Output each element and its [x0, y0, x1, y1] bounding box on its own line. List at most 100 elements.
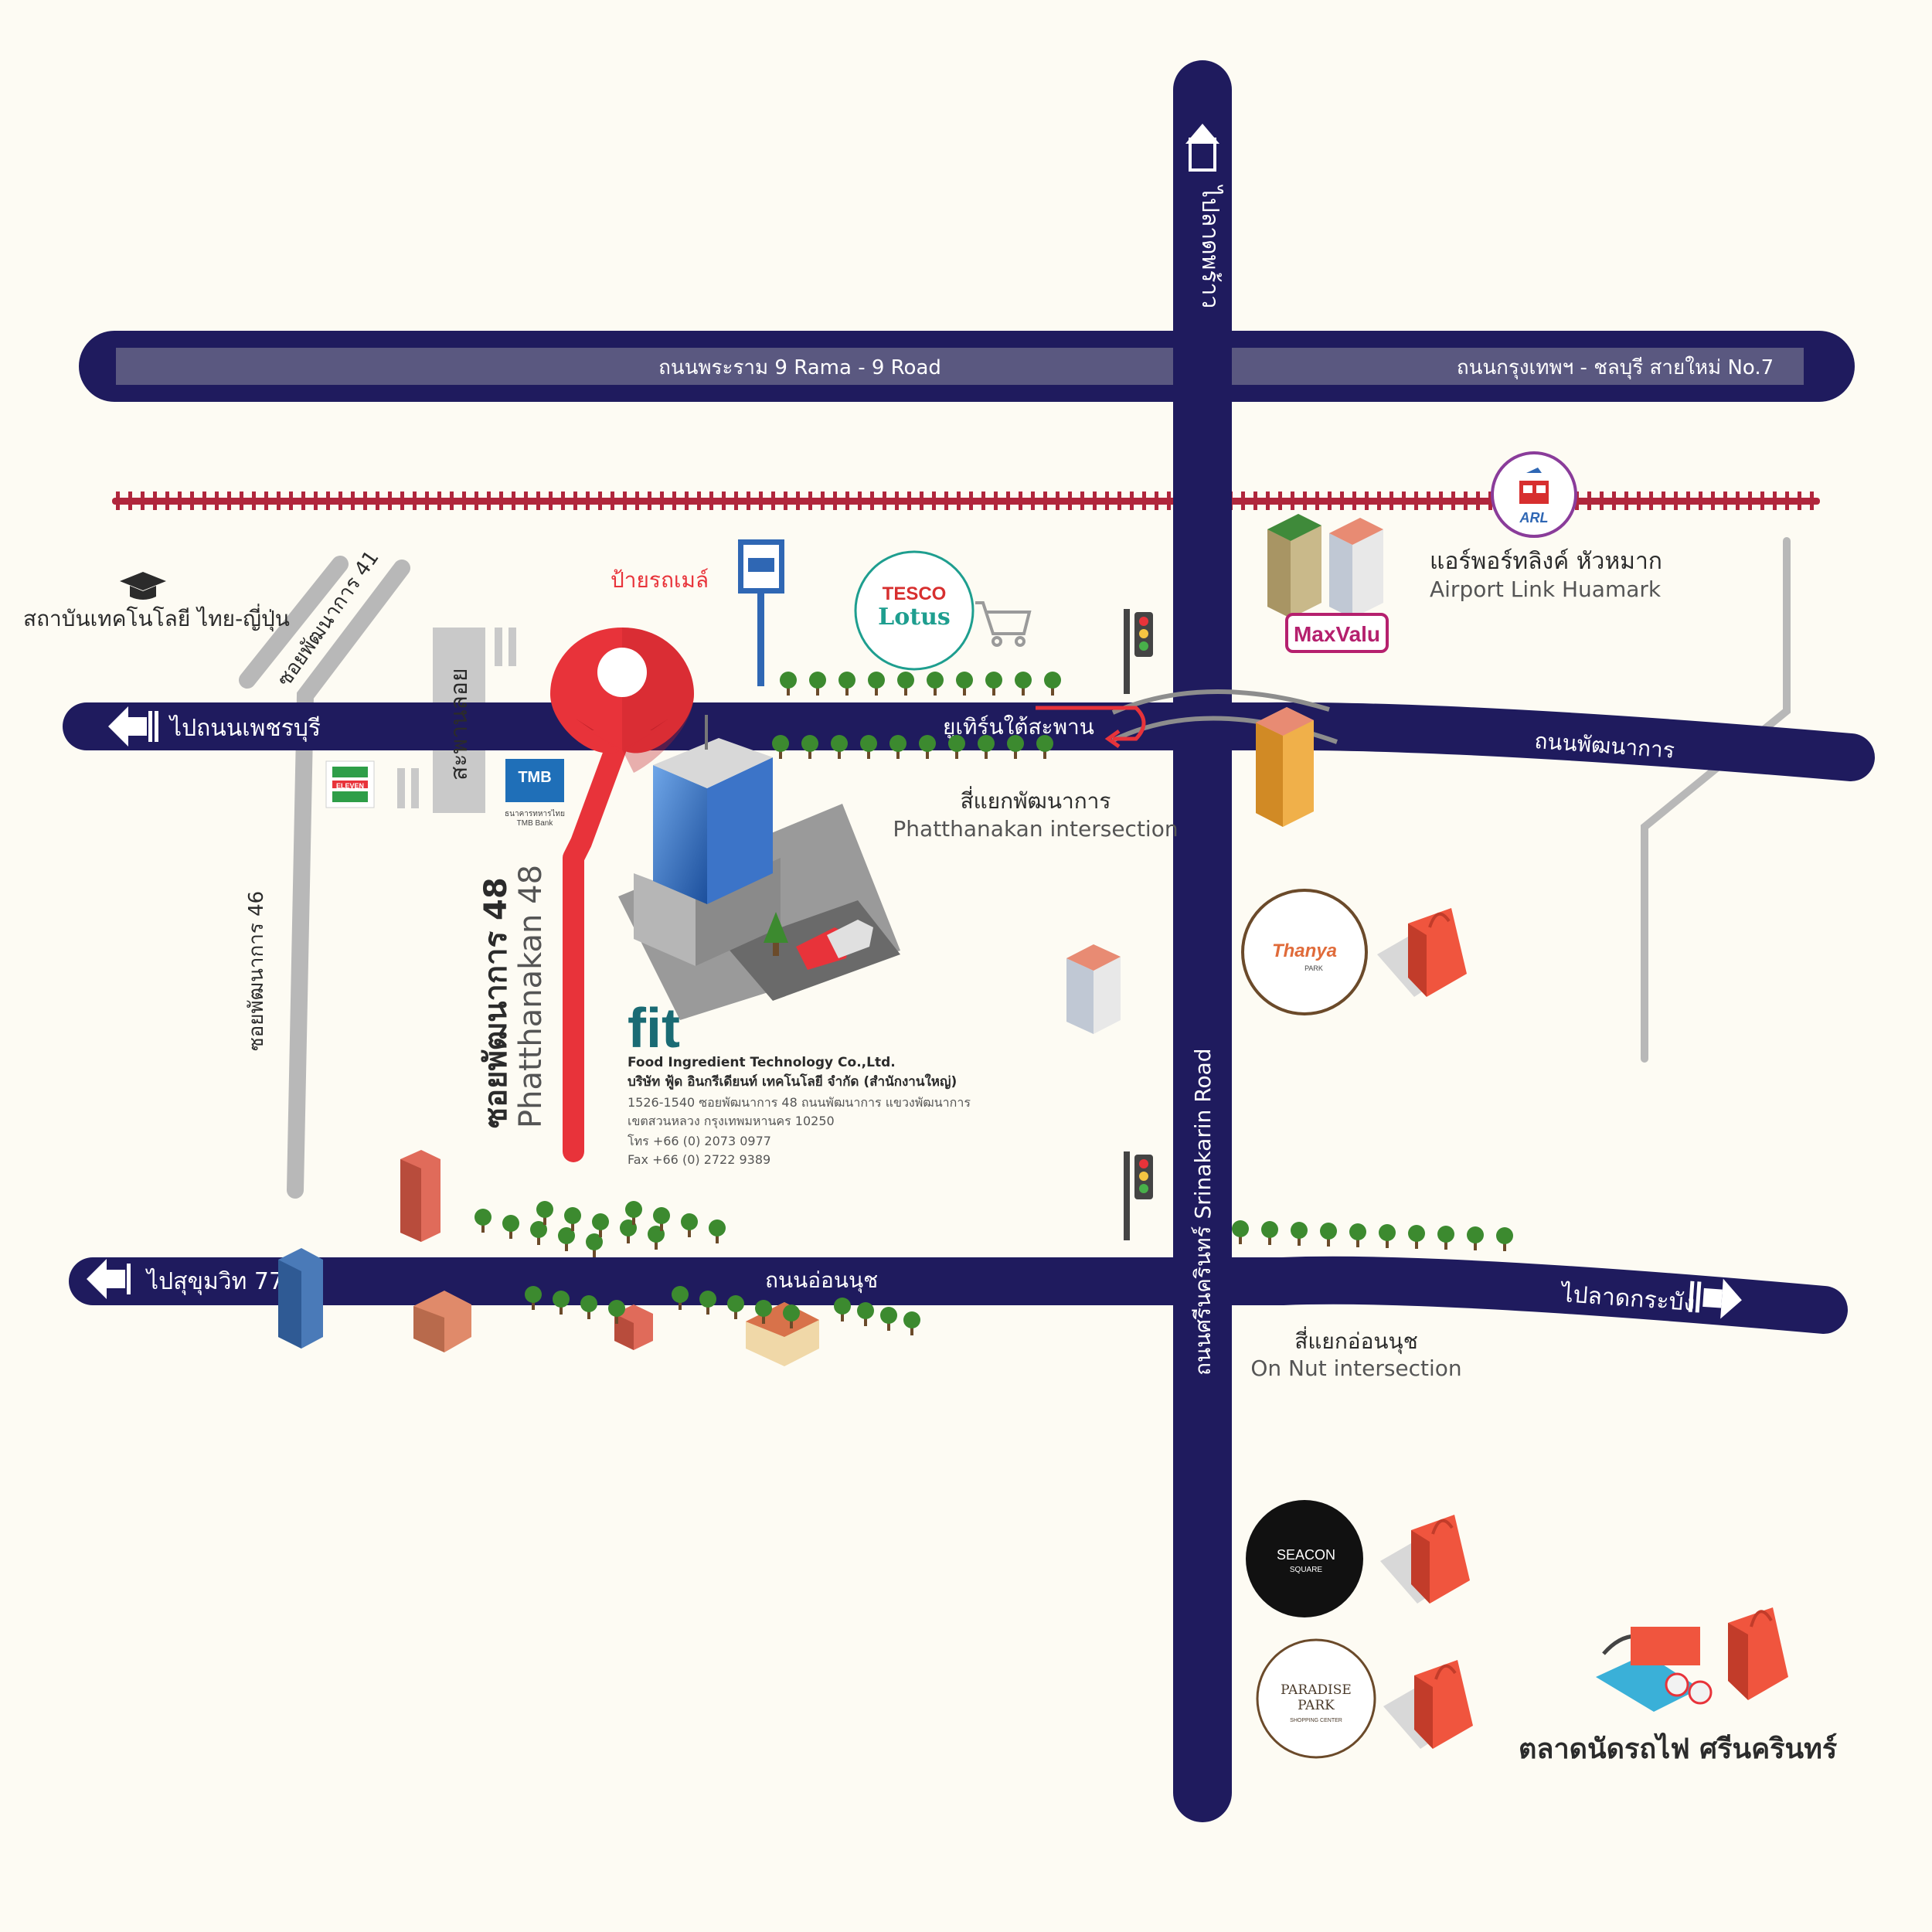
- tree-icon: [809, 672, 826, 696]
- shopping-bag-icon: [1377, 908, 1467, 997]
- svg-text:ELEVEN: ELEVEN: [336, 782, 364, 790]
- tree-icon: [831, 735, 848, 759]
- tree-icon: [1232, 1220, 1249, 1244]
- traffic-light-icon: [1124, 609, 1153, 694]
- svg-text:ธนาคารทหารไทย: ธนาคารทหารไทย: [505, 809, 565, 818]
- seven-eleven-logo: ELEVEN: [325, 760, 375, 808]
- shopping-bag-icon: [1383, 1660, 1473, 1749]
- soi-48-label-en: Phatthanakan 48: [513, 865, 549, 1128]
- tree-icon: [783, 1304, 800, 1328]
- tree-icon: [672, 1286, 689, 1310]
- tree-icon: [978, 735, 995, 759]
- tree-icon: [834, 1298, 851, 1321]
- arl-label-th: แอร์พอร์ทลิงค์ หัวหมาก: [1430, 548, 1662, 575]
- right-arrow-icon: [1688, 1278, 1742, 1319]
- soi-48-route: [563, 731, 629, 1162]
- traffic-light-icon: [1124, 1151, 1153, 1240]
- phatthanakan-intersection-en: Phatthanakan intersection: [893, 816, 1178, 842]
- to-sukhumvit-label: ไปสุขุมวิท 77: [145, 1267, 284, 1296]
- on-nut-intersection-en: On Nut intersection: [1250, 1355, 1461, 1381]
- tree-icon: [919, 735, 936, 759]
- tree-icon: [586, 1233, 603, 1257]
- overpass-label: สะพานลอย: [446, 668, 473, 781]
- graduation-cap-icon: [120, 572, 166, 600]
- u-turn-arrow: [1036, 706, 1146, 749]
- soi-41-road: [239, 556, 410, 1199]
- tree-icon: [868, 672, 885, 696]
- tree-icon: [927, 672, 944, 696]
- rama9-road: [79, 331, 1855, 402]
- tree-icon: [1437, 1226, 1454, 1250]
- company-name-th: บริษัท ฟู้ด อินกรีเดียนท์ เทคโนโลยี จำกั…: [628, 1073, 957, 1090]
- tree-icon: [985, 672, 1002, 696]
- tree-icon: [580, 1295, 597, 1319]
- tesco-lotus-logo: TESCO Lotus: [854, 550, 975, 671]
- tree-icon: [838, 672, 855, 696]
- tree-icon: [1044, 672, 1061, 696]
- tree-icon: [801, 735, 818, 759]
- tree-icon: [564, 1207, 581, 1231]
- motorway-no7-label: ถนนกรุงเทพฯ - ชลบุรี สายใหม่ No.7: [1457, 356, 1774, 379]
- tree-icon: [681, 1213, 698, 1237]
- tree-icon: [1379, 1224, 1396, 1248]
- on-nut-intersection-th: สี่แยกอ่อนนุช: [1294, 1326, 1417, 1355]
- tree-icon: [530, 1221, 547, 1245]
- phatthanakan-intersection-th: สี่แยกพัฒนาการ: [961, 786, 1111, 814]
- shopping-bag-icon: [1380, 1515, 1470, 1604]
- company-fax: Fax +66 (0) 2722 9389: [628, 1152, 770, 1167]
- condo-building-icon: [1256, 707, 1314, 827]
- maxvalu-logo: MaxValu: [1285, 613, 1389, 653]
- tree-icon: [502, 1215, 519, 1239]
- tree-icon: [1467, 1226, 1484, 1250]
- svg-text:TMB Bank: TMB Bank: [517, 819, 554, 828]
- shopping-bag-icon: [1728, 1607, 1788, 1700]
- bus-stop-label: ป้ายรถเมล์: [611, 567, 709, 593]
- fit-logo: fit: [628, 998, 680, 1060]
- paradise-park-logo: PARADISE PARK SHOPPING CENTER: [1256, 1638, 1376, 1759]
- fit-office-building-icon: [618, 715, 900, 1020]
- tree-icon: [948, 735, 965, 759]
- soi-48-label-th: ซอยพัฒนาการ 48: [478, 877, 514, 1128]
- tree-icon: [699, 1291, 716, 1315]
- tree-icon: [889, 735, 906, 759]
- office-tower-icon: [400, 1150, 440, 1242]
- condo-building-icon: [1267, 514, 1383, 618]
- tree-icon: [903, 1311, 920, 1335]
- tree-icon: [1261, 1221, 1278, 1245]
- svg-text:ARL: ARL: [1519, 510, 1549, 526]
- tree-icon: [772, 735, 789, 759]
- srinakarin-road-label: ถนนศรีนครินทร์ Srinakarin Road: [1190, 1048, 1216, 1376]
- svg-text:Thanya: Thanya: [1272, 940, 1337, 961]
- tree-icon: [1320, 1223, 1337, 1247]
- train-market-label: ตลาดนัดรถไฟ ศรีนครินทร์: [1519, 1732, 1838, 1765]
- rama9-road-label: ถนนพระราม 9 Rama - 9 Road: [658, 356, 941, 379]
- svg-text:SEACON: SEACON: [1277, 1547, 1335, 1563]
- company-name-en: Food Ingredient Technology Co.,Ltd.: [628, 1055, 896, 1070]
- tmb-bank-logo: TMB ธนาคารทหารไทย TMB Bank: [505, 759, 565, 828]
- tree-icon: [780, 672, 797, 696]
- house-icon: [614, 1304, 653, 1350]
- arl-label-en: Airport Link Huamark: [1430, 577, 1662, 602]
- tree-icon: [1496, 1227, 1513, 1251]
- tree-icon: [897, 672, 914, 696]
- left-arrow-icon: [108, 706, 158, 747]
- tree-icon: [474, 1209, 492, 1233]
- tree-icon: [536, 1201, 553, 1225]
- market-goods-icon: [1596, 1627, 1713, 1712]
- tree-icon: [755, 1300, 772, 1324]
- svg-text:SHOPPING CENTER: SHOPPING CENTER: [1290, 1718, 1342, 1723]
- phatthanakan-road: [63, 702, 1875, 781]
- tree-icon: [558, 1227, 575, 1251]
- to-phetchaburi-label: ไปถนนเพชรบุรี: [168, 714, 321, 743]
- institute-label: สถาบันเทคโนโลยี ไทย-ญี่ปุ่น: [23, 604, 290, 632]
- tree-icon: [653, 1207, 670, 1231]
- tree-icon: [1349, 1223, 1366, 1247]
- tree-icon: [880, 1307, 897, 1331]
- svg-text:PARK: PARK: [1304, 964, 1323, 972]
- tree-icon: [956, 672, 973, 696]
- tree-icon: [608, 1300, 625, 1324]
- svg-text:PARADISE: PARADISE: [1281, 1682, 1352, 1698]
- thanya-park-logo: Thanya PARK: [1241, 889, 1368, 1015]
